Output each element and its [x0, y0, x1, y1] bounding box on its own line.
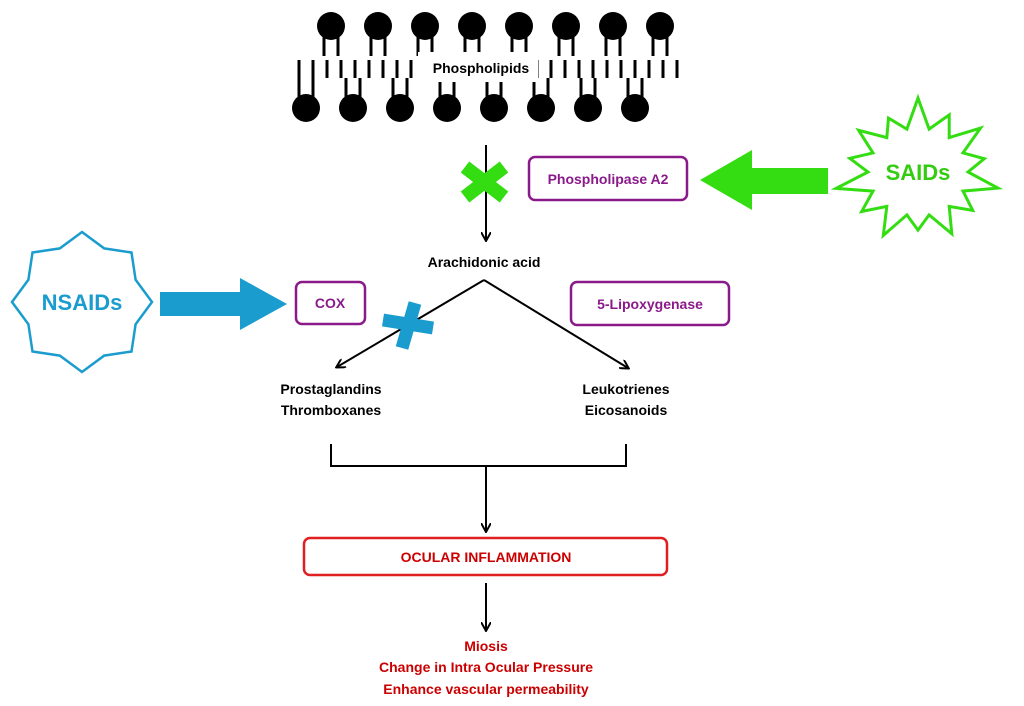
phospholipid-head: [433, 94, 461, 122]
thromboxanes-label: Thromboxanes: [281, 402, 382, 418]
phospholipid-head: [480, 94, 508, 122]
lipoxygenase-label: 5-Lipoxygenase: [597, 296, 703, 312]
phospholipid-head: [292, 94, 320, 122]
ocular-inflammation-label: OCULAR INFLAMMATION: [401, 549, 572, 565]
nsaids-inhibition-cross: [381, 301, 435, 350]
phospholipid-head: [621, 94, 649, 122]
phospholipid-head: [552, 12, 580, 40]
phospholipid-head: [458, 12, 486, 40]
phospholipid-head: [339, 94, 367, 122]
saids-arrow: [700, 150, 828, 210]
lipoxygenase-pathway-arrow: [483, 279, 628, 368]
leukotrienes-label: Leukotrienes: [582, 381, 669, 397]
phospholipid-head: [574, 94, 602, 122]
nsaids-arrow: [160, 278, 287, 330]
lipoxygenase-box: [569, 280, 731, 327]
phospholipid-head: [646, 12, 674, 40]
phospholipase-a2-box: [527, 155, 689, 202]
nsaids-starburst-icon: [10, 230, 154, 374]
saids-label: SAIDs: [886, 160, 951, 185]
phospholipid-head: [599, 12, 627, 40]
effect-miosis: Miosis: [464, 638, 508, 654]
phospholipid-heads: [292, 12, 674, 122]
phospholipid-head: [386, 94, 414, 122]
phospholipid-membrane: Phospholipids: [292, 12, 679, 122]
effect-vascular-permeability: Enhance vascular permeability: [383, 681, 589, 697]
ocular-inflammation-box: [302, 536, 669, 577]
effect-iop-change: Change in Intra Ocular Pressure: [379, 659, 593, 675]
phospholipase-a2-label: Phospholipase A2: [548, 171, 669, 187]
cox-box: [294, 280, 367, 326]
phospholipids-label: Phospholipids: [433, 60, 530, 76]
prostaglandins-label: Prostaglandins: [280, 381, 381, 397]
phospholipid-head: [411, 12, 439, 40]
products-bracket: [330, 444, 627, 467]
membrane-label-background: [418, 52, 538, 82]
phospholipid-head: [317, 12, 345, 40]
phospholipid-head: [527, 94, 555, 122]
eicosanoids-label: Eicosanoids: [585, 402, 668, 418]
nsaids-label: NSAIDs: [42, 290, 123, 315]
cox-label: COX: [315, 295, 346, 311]
phospholipid-head: [364, 12, 392, 40]
saids-starburst-icon: [830, 93, 1004, 240]
phospholipid-head: [505, 12, 533, 40]
saids-inhibition-cross: [460, 161, 509, 203]
arachidonic-acid-label: Arachidonic acid: [428, 254, 541, 270]
